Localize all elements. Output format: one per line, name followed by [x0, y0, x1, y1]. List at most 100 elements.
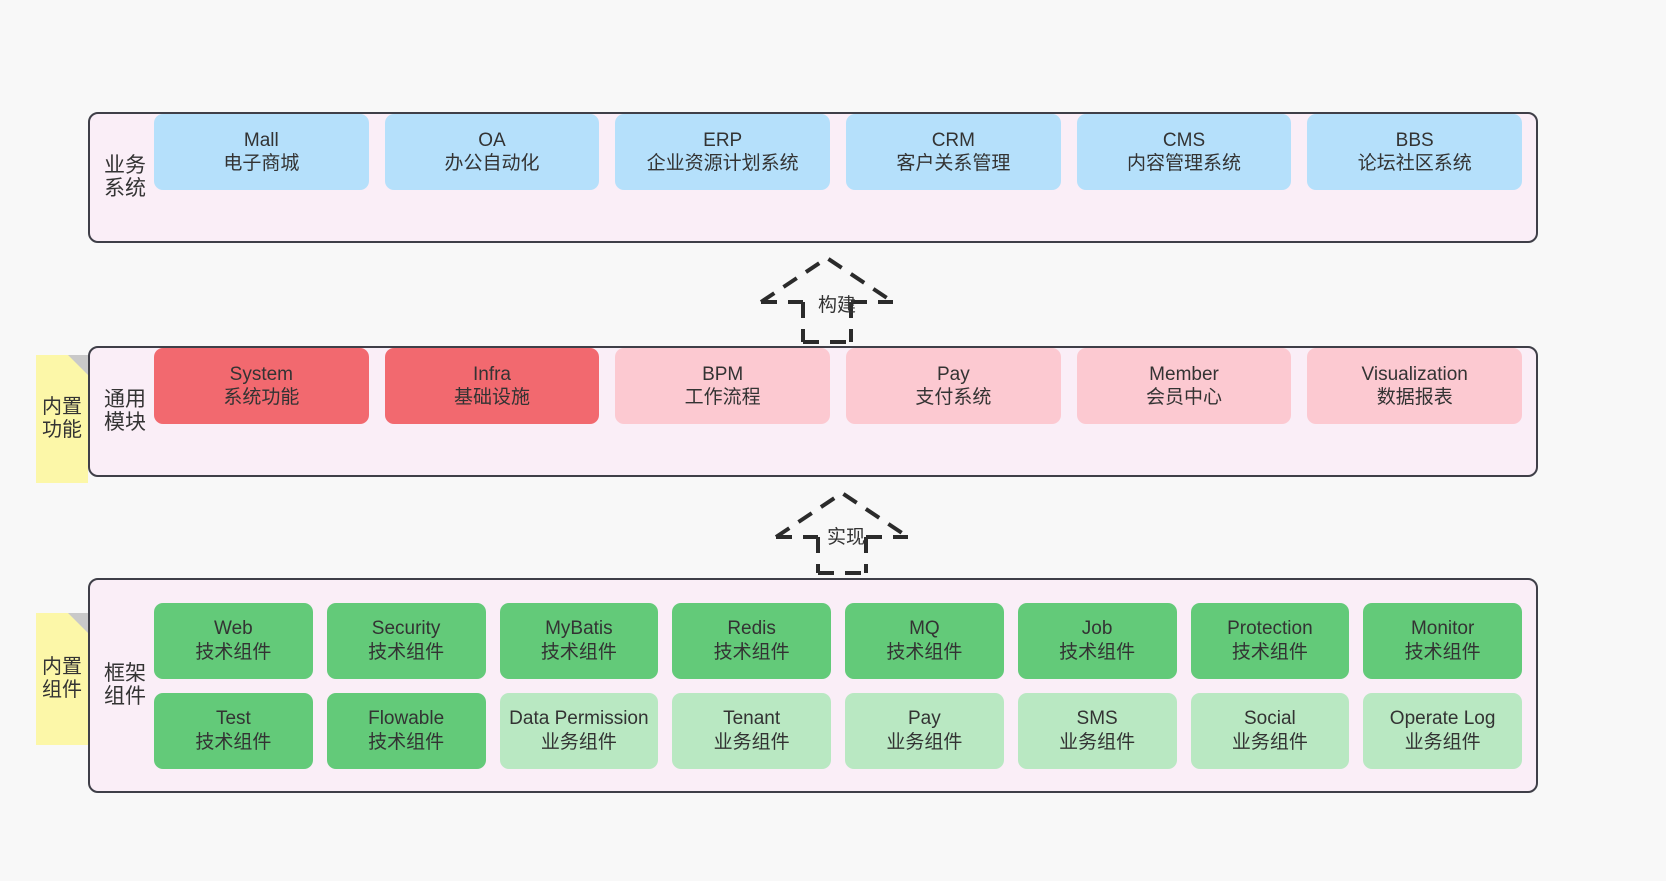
card-mall[interactable]: Mall 电子商城	[154, 114, 369, 190]
note-fold-corner-icon	[68, 613, 88, 633]
card-mybatis[interactable]: MyBatis 技术组件	[499, 602, 659, 679]
card-cn-label: 技术组件	[1404, 641, 1481, 663]
card-pay-component[interactable]: Pay 业务组件	[845, 692, 1004, 769]
card-en-label: Tenant	[723, 708, 781, 730]
card-infra[interactable]: Infra 基础设施	[384, 348, 600, 424]
card-cn-label: 客户关系管理	[896, 153, 1011, 174]
card-flowable[interactable]: Flowable 技术组件	[326, 692, 486, 769]
card-cn-label: 基础设施	[454, 387, 531, 408]
layer-title-business: 业务系统	[104, 153, 146, 200]
card-en-label: SMS	[1076, 708, 1118, 730]
card-cn-label: 技术组件	[195, 731, 272, 753]
card-operate-log[interactable]: Operate Log 业务组件	[1363, 692, 1522, 769]
card-cms[interactable]: CMS 内容管理系统	[1076, 114, 1292, 190]
arrow-build: 构建	[755, 252, 905, 344]
card-cn-label: 业务组件	[1231, 731, 1308, 753]
card-mq[interactable]: MQ 技术组件	[845, 602, 1004, 679]
card-crm[interactable]: CRM 客户关系管理	[846, 114, 1061, 190]
card-cn-label: 业务组件	[1059, 731, 1136, 753]
card-en-label: CMS	[1162, 129, 1206, 151]
card-en-label: BPM	[702, 363, 744, 385]
card-web[interactable]: Web 技术组件	[154, 602, 313, 679]
note-fold-corner-icon	[68, 355, 88, 375]
card-en-label: Data Permission	[509, 708, 649, 730]
card-cn-label: 业务组件	[713, 731, 790, 753]
card-visualization[interactable]: Visualization 数据报表	[1307, 348, 1523, 424]
card-cn-label: 技术组件	[886, 641, 963, 663]
card-bbs[interactable]: BBS 论坛社区系统	[1307, 114, 1523, 190]
card-cn-label: 技术组件	[1059, 641, 1136, 663]
card-en-label: MQ	[909, 618, 940, 640]
card-en-label: Redis	[727, 618, 776, 640]
card-en-label: Web	[214, 618, 253, 640]
sticky-note-builtin-features: 内置功能	[36, 355, 88, 483]
layer-title-framework: 框架组件	[104, 661, 146, 708]
card-en-label: Pay	[908, 708, 941, 730]
card-en-label: MyBatis	[545, 618, 613, 640]
card-en-label: Job	[1081, 618, 1113, 640]
card-cn-label: 内容管理系统	[1127, 153, 1242, 174]
card-job[interactable]: Job 技术组件	[1017, 602, 1177, 679]
card-pay-module[interactable]: Pay 支付系统	[846, 348, 1061, 424]
card-cn-label: 技术组件	[713, 641, 790, 663]
card-oa[interactable]: OA 办公自动化	[384, 114, 600, 190]
card-redis[interactable]: Redis 技术组件	[672, 602, 831, 679]
note-text: 内置组件	[42, 656, 82, 701]
card-monitor[interactable]: Monitor 技术组件	[1363, 602, 1522, 679]
layer-common-modules: 通用模块 System 系统功能 Infra 基础设施 BPM 工作流程 Pay…	[88, 346, 1538, 477]
card-cn-label: 工作流程	[684, 387, 761, 408]
card-sms[interactable]: SMS 业务组件	[1017, 692, 1177, 769]
card-en-label: Mall	[243, 129, 279, 151]
card-cn-label: 技术组件	[540, 641, 617, 663]
card-cn-label: 数据报表	[1376, 387, 1453, 408]
layer-business-systems: 业务系统 Mall 电子商城 OA 办公自动化 ERP 企业资源计划系统 CRM…	[88, 112, 1538, 243]
card-en-label: OA	[478, 129, 506, 151]
arrow-implement-icon	[774, 490, 910, 575]
card-cn-label: 技术组件	[368, 641, 445, 663]
card-cn-label: 业务组件	[540, 731, 617, 753]
card-erp[interactable]: ERP 企业资源计划系统	[615, 114, 831, 190]
card-en-label: Operate Log	[1389, 708, 1496, 730]
card-system[interactable]: System 系统功能	[154, 348, 369, 424]
card-en-label: System	[229, 363, 294, 385]
card-en-label: Member	[1149, 363, 1219, 385]
card-member[interactable]: Member 会员中心	[1076, 348, 1292, 424]
card-en-label: Flowable	[368, 708, 445, 730]
card-en-label: CRM	[931, 129, 975, 151]
card-cn-label: 办公自动化	[444, 153, 540, 174]
card-en-label: Monitor	[1410, 618, 1475, 640]
card-cn-label: 会员中心	[1146, 387, 1223, 408]
card-social[interactable]: Social 业务组件	[1190, 692, 1350, 769]
card-cn-label: 业务组件	[886, 731, 963, 753]
card-bpm[interactable]: BPM 工作流程	[615, 348, 831, 424]
card-en-label: Protection	[1227, 618, 1313, 640]
card-cn-label: 论坛社区系统	[1357, 153, 1472, 174]
framework-row-tech: Web 技术组件 Security 技术组件 MyBatis 技术组件 Redi…	[154, 602, 1522, 679]
arrow-build-icon	[759, 255, 895, 344]
card-security[interactable]: Security 技术组件	[326, 602, 486, 679]
card-en-label: Test	[215, 708, 251, 730]
card-cn-label: 业务组件	[1404, 731, 1481, 753]
card-cn-label: 技术组件	[195, 641, 272, 663]
card-en-label: Visualization	[1361, 363, 1468, 385]
card-tenant[interactable]: Tenant 业务组件	[672, 692, 831, 769]
card-en-label: ERP	[703, 129, 743, 151]
arrow-build-label: 构建	[818, 295, 857, 316]
card-cn-label: 系统功能	[223, 387, 300, 408]
card-en-label: Infra	[472, 363, 512, 385]
business-cards: Mall 电子商城 OA 办公自动化 ERP 企业资源计划系统 CRM 客户关系…	[148, 114, 1536, 241]
card-cn-label: 企业资源计划系统	[646, 153, 799, 174]
card-data-permission[interactable]: Data Permission 业务组件	[499, 692, 659, 769]
card-en-label: BBS	[1395, 129, 1434, 151]
card-test[interactable]: Test 技术组件	[154, 692, 313, 769]
card-cn-label: 技术组件	[368, 731, 445, 753]
card-protection[interactable]: Protection 技术组件	[1190, 602, 1350, 679]
card-cn-label: 支付系统	[915, 387, 992, 408]
common-cards: System 系统功能 Infra 基础设施 BPM 工作流程 Pay 支付系统…	[148, 348, 1536, 475]
sticky-note-builtin-components: 内置组件	[36, 613, 88, 745]
framework-cards: Web 技术组件 Security 技术组件 MyBatis 技术组件 Redi…	[148, 580, 1536, 791]
card-en-label: Pay	[936, 363, 970, 385]
card-cn-label: 电子商城	[223, 153, 300, 174]
arrow-implement: 实现	[770, 487, 920, 575]
